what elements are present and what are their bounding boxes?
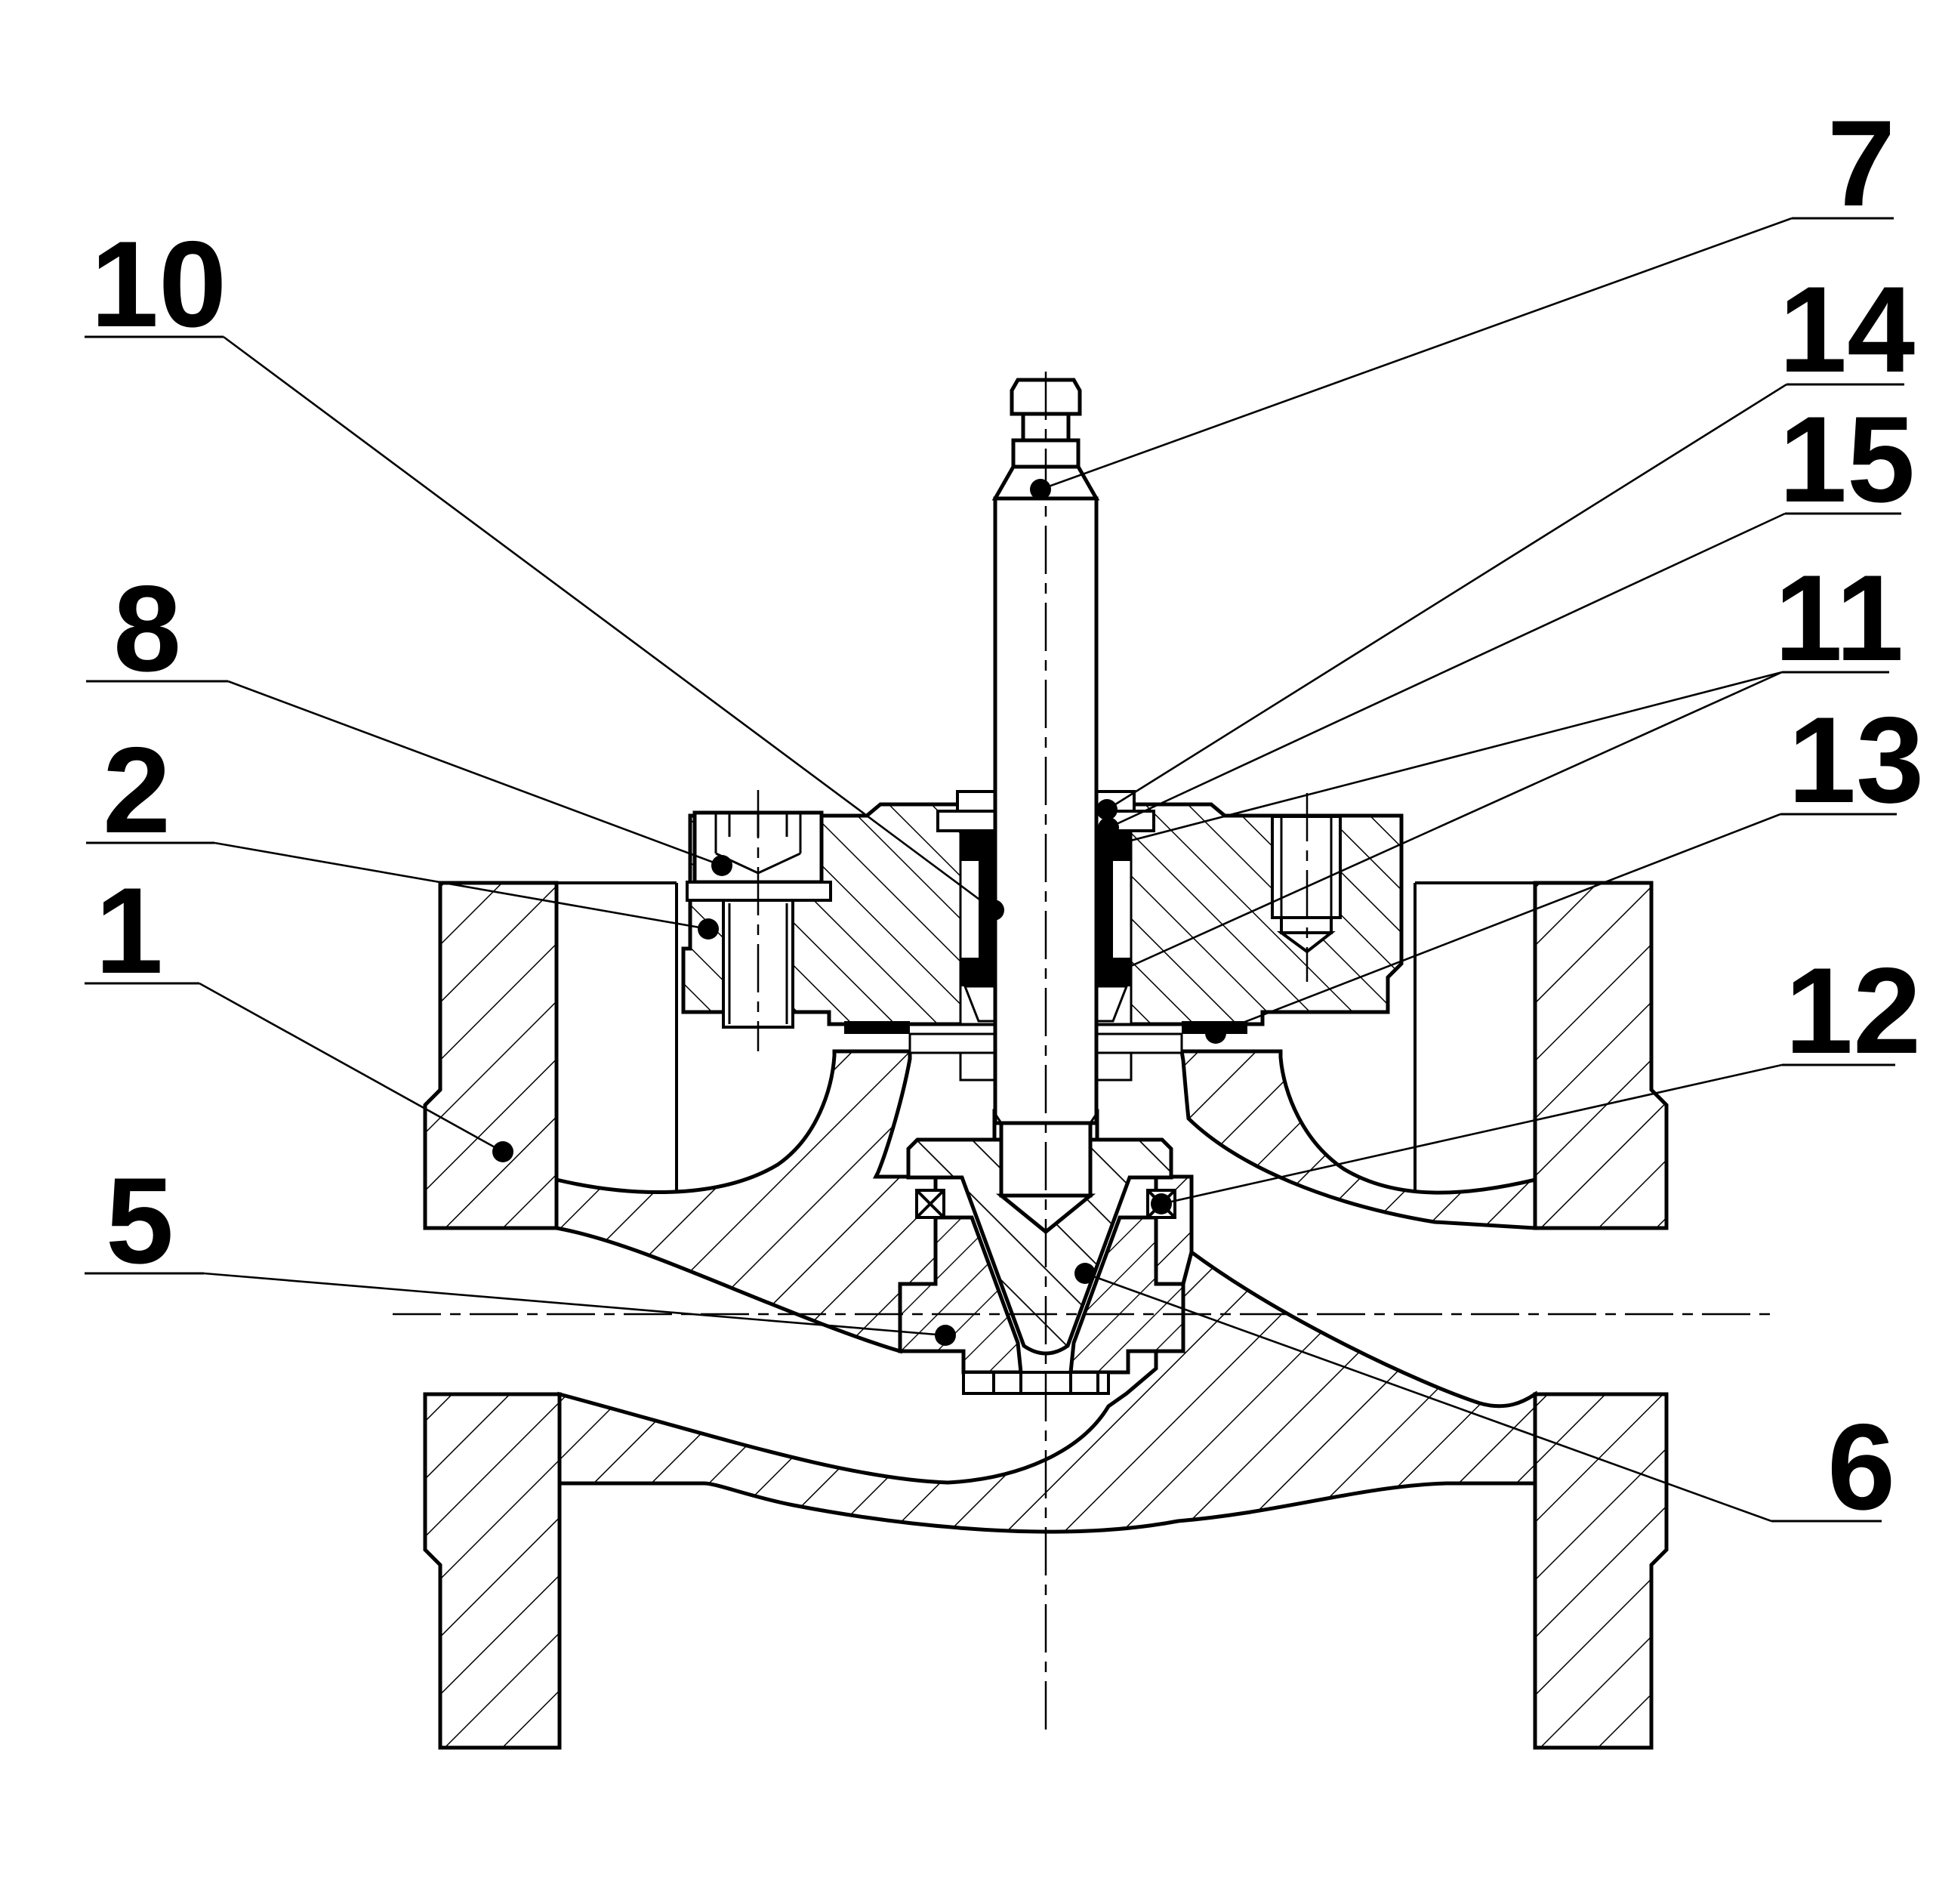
callout-dot [1030, 479, 1051, 500]
callout-leader [1106, 383, 1787, 811]
callout-leader [1040, 217, 1793, 491]
callout-leader [199, 982, 504, 1153]
callout-leader [1108, 512, 1786, 829]
plug-section [906, 1137, 1173, 1356]
callout-dot [1098, 817, 1119, 838]
callout-leader [1215, 813, 1781, 1035]
callout-13: 13 [1205, 692, 1924, 1044]
bolt-thread-lines [728, 903, 788, 1024]
callout-number: 8 [113, 560, 181, 697]
callout-leader [1161, 1063, 1783, 1205]
flange-right-lower [1533, 1392, 1669, 1750]
callout-2: 2 [86, 722, 719, 940]
body-bottom-wall [557, 1248, 1537, 1534]
body-upper-left-wall [554, 1049, 938, 1354]
plug [906, 1109, 1176, 1356]
callout-dot [935, 1325, 956, 1346]
callout-6: 6 [1074, 1263, 1895, 1535]
callout-15: 15 [1098, 391, 1915, 838]
callout-12: 12 [1151, 943, 1921, 1214]
callout-dot [983, 900, 1004, 921]
callout-number: 11 [1774, 550, 1904, 687]
callout-dot [1105, 962, 1127, 983]
callout-number: 13 [1788, 692, 1924, 829]
callout-leader [1115, 671, 1783, 846]
callout-dot [1074, 1263, 1096, 1284]
callout-11: 11 [1105, 550, 1904, 983]
callout-leader [1084, 1272, 1772, 1523]
callout-dot [711, 855, 732, 876]
callout-dot [492, 1141, 513, 1162]
callout-dot [1151, 1193, 1172, 1214]
body-upper-right-wall [1179, 1049, 1537, 1230]
callout-dot [1096, 799, 1118, 820]
callout-number: 15 [1779, 391, 1915, 528]
flange-right-upper [1533, 881, 1669, 1230]
callout-number: 1 [95, 863, 163, 999]
flange-left-lower [423, 1392, 562, 1750]
valve-body [423, 881, 1669, 1750]
packing-follower-wedges [963, 985, 1129, 1023]
callout-1: 1 [85, 863, 513, 1162]
callout-number: 5 [106, 1153, 174, 1289]
callout-leader [203, 1272, 946, 1337]
callout-14: 14 [1096, 261, 1915, 820]
callout-dot [1105, 834, 1127, 855]
neck-silhouette-lines [556, 881, 1535, 1192]
callout-number: 14 [1779, 261, 1915, 398]
callout-7: 7 [1030, 95, 1895, 500]
callout-leader [227, 680, 723, 867]
flange-left-upper [423, 881, 559, 1230]
callout-dot [698, 918, 719, 940]
callout-number: 7 [1827, 95, 1895, 232]
callout-10: 10 [85, 216, 1004, 921]
callout-dot [1205, 1023, 1226, 1044]
callout-5: 5 [85, 1153, 956, 1346]
callout-number: 2 [103, 722, 171, 859]
seat-seal-rings [915, 1189, 1176, 1219]
callout-leader [1115, 671, 1783, 974]
callout-number: 12 [1785, 943, 1921, 1079]
seat-notched-band [962, 1371, 1110, 1395]
callout-leader [214, 841, 709, 930]
callout-leader [223, 335, 994, 912]
seat-right-section [1068, 1215, 1185, 1375]
plug-drill-point [995, 1193, 1096, 1235]
callout-number: 10 [91, 216, 227, 353]
callout-8: 8 [86, 560, 732, 876]
callout-number: 6 [1827, 1399, 1895, 1535]
